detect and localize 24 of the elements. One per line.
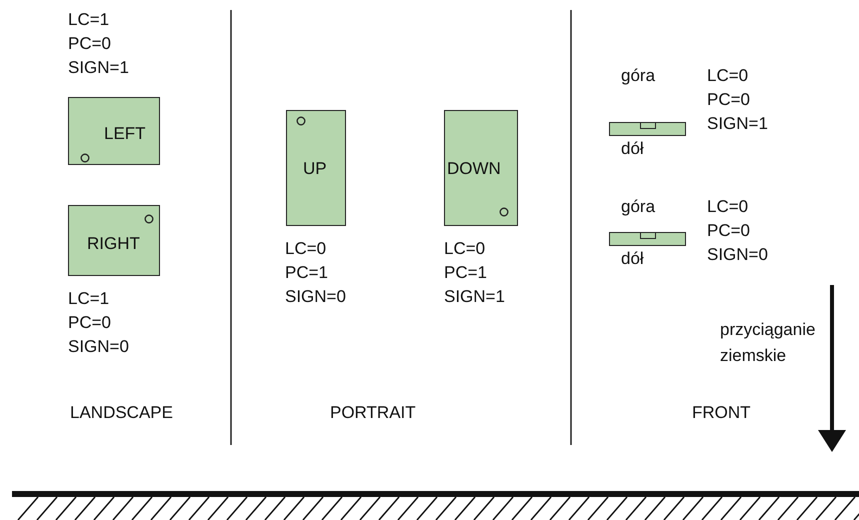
column-heading: FRONT <box>692 403 751 423</box>
device-box <box>68 97 160 165</box>
side-label: góra <box>621 65 656 87</box>
side-label: dół <box>621 138 644 160</box>
state-values: LC=0 PC=0 SIGN=1 <box>707 65 768 135</box>
device-box <box>444 110 518 226</box>
state-values: LC=0 PC=1 SIGN=1 <box>444 238 505 308</box>
state-values: LC=0 PC=1 SIGN=0 <box>285 238 346 308</box>
state-values: LC=0 PC=0 SIGN=0 <box>707 196 768 266</box>
gravity-label: przyciąganie ziemskie <box>720 319 816 367</box>
device-front-box <box>609 232 686 246</box>
column-heading: LANDSCAPE <box>70 403 173 423</box>
state-values: LC=1 PC=0 SIGN=0 <box>68 288 129 358</box>
state-values: LC=1 PC=0 SIGN=1 <box>68 9 129 79</box>
box-label: RIGHT <box>87 234 140 254</box>
side-label: dół <box>621 248 644 270</box>
device-box <box>286 110 346 226</box>
column-heading: PORTRAIT <box>330 403 416 423</box>
device-box <box>68 205 160 276</box>
box-label: LEFT <box>104 124 146 144</box>
box-label: DOWN <box>447 159 501 179</box>
side-label: góra <box>621 196 656 218</box>
box-label: UP <box>303 159 327 179</box>
device-front-box <box>609 122 686 136</box>
